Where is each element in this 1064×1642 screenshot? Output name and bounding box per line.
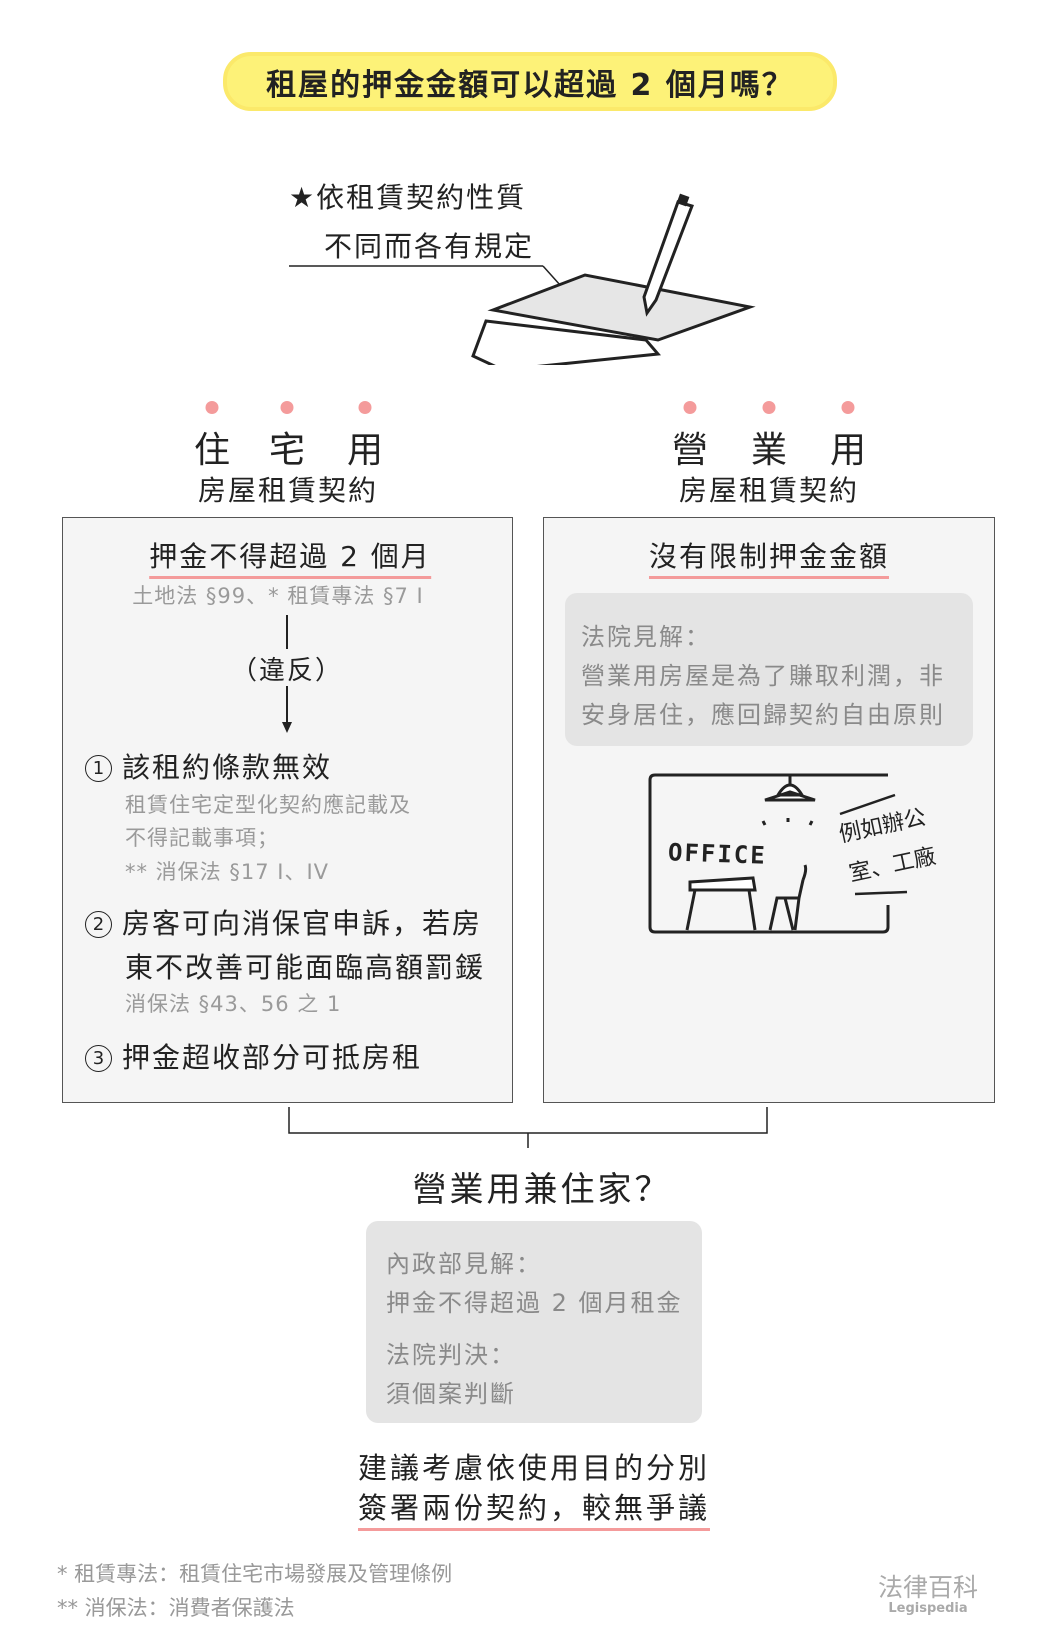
item-note: 租賃住宅定型化契約應記載及	[125, 793, 411, 817]
star-icon: ★	[289, 181, 317, 214]
residential-citation: 土地法 §99、* 租賃專法 §7 I	[132, 584, 424, 608]
emphasis-dot	[358, 401, 372, 414]
opinion-label: 法院見解：	[581, 623, 711, 651]
violation-label: （違反）	[230, 656, 344, 686]
emphasis-dot	[683, 401, 697, 414]
emphasis-dot	[205, 401, 219, 414]
arrow-head-icon	[282, 722, 292, 733]
residential-char: 住	[193, 430, 231, 471]
commercial-char: 營	[671, 430, 709, 471]
consequence-item-2: 2 房客可向消保官申訴，若房	[85, 902, 482, 942]
number-circle: 3	[85, 1045, 112, 1072]
opinion-text: 安身居住，應回歸契約自由原則	[581, 701, 945, 729]
emphasis-dot	[762, 401, 776, 414]
commercial-subtitle: 房屋租賃契約	[678, 474, 860, 507]
residential-char: 用	[346, 430, 384, 471]
footnote: * 租賃專法：租賃住宅市場發展及管理條例	[57, 1562, 453, 1586]
residential-char: 宅	[268, 430, 306, 471]
residential-subtitle: 房屋租賃契約	[197, 474, 379, 507]
residential-panel	[62, 517, 513, 1103]
ministry-label: 內政部見解：	[386, 1250, 542, 1278]
court-opinion-box	[565, 593, 973, 746]
intro-line-2: 不同而各有規定	[324, 230, 535, 263]
emphasis-dot	[841, 401, 855, 414]
commercial-char: 業	[750, 430, 788, 471]
number-circle: 2	[85, 911, 112, 938]
office-illustration	[648, 773, 908, 934]
item-text: 房客可向消保官申訴，若房	[122, 907, 483, 940]
commercial-heading: 沒有限制押金金額	[648, 535, 890, 579]
intro-line-1: ★依租賃契約性質	[289, 176, 526, 216]
mixed-use-question: 營業用兼住家？	[412, 1170, 672, 1210]
court-label: 法院判決：	[386, 1341, 516, 1369]
item-text: 該租約條款無效	[122, 751, 333, 784]
contract-pen-illustration	[289, 193, 756, 365]
recommendation-line-1: 建議考慮依使用目的分別	[357, 1451, 711, 1485]
ministry-opinion: 押金不得超過 2 個月租金	[386, 1289, 683, 1317]
consequence-item-3: 3 押金超收部分可抵房租	[85, 1036, 422, 1076]
number-circle: 1	[85, 755, 112, 782]
intro-text-1: 依租賃契約性質	[316, 181, 527, 214]
opinion-text: 營業用房屋是為了賺取利潤，非	[581, 662, 945, 690]
court-opinion: 須個案判斷	[386, 1380, 516, 1408]
logo-zh: 法律百科	[877, 1573, 979, 1602]
footnote: ** 消保法：消費者保護法	[57, 1596, 295, 1620]
residential-heading: 押金不得超過 2 個月	[149, 535, 431, 579]
item-text: 東不改善可能面臨高額罰鍰	[125, 951, 486, 984]
item-note: ** 消保法 §17 I、IV	[125, 860, 329, 884]
page-title: 租屋的押金金額可以超過 2 個月嗎？	[223, 52, 837, 111]
emphasis-dot	[280, 401, 294, 414]
item-text: 押金超收部分可抵房租	[122, 1041, 423, 1074]
commercial-char: 用	[829, 430, 867, 471]
recommendation-line-2: 簽署兩份契約，較無爭議	[357, 1485, 711, 1531]
mixed-opinion-box	[366, 1221, 702, 1423]
office-sign: OFFICE	[667, 838, 768, 870]
item-note: 消保法 §43、56 之 1	[125, 992, 342, 1016]
connector-line	[286, 615, 288, 649]
bracket-connector	[288, 1107, 768, 1148]
item-note: 不得記載事項；	[125, 826, 279, 850]
logo-en: Legispedia	[888, 1601, 968, 1616]
consequence-item-1: 1 該租約條款無效	[85, 746, 332, 786]
arrow-down-icon	[286, 686, 288, 724]
